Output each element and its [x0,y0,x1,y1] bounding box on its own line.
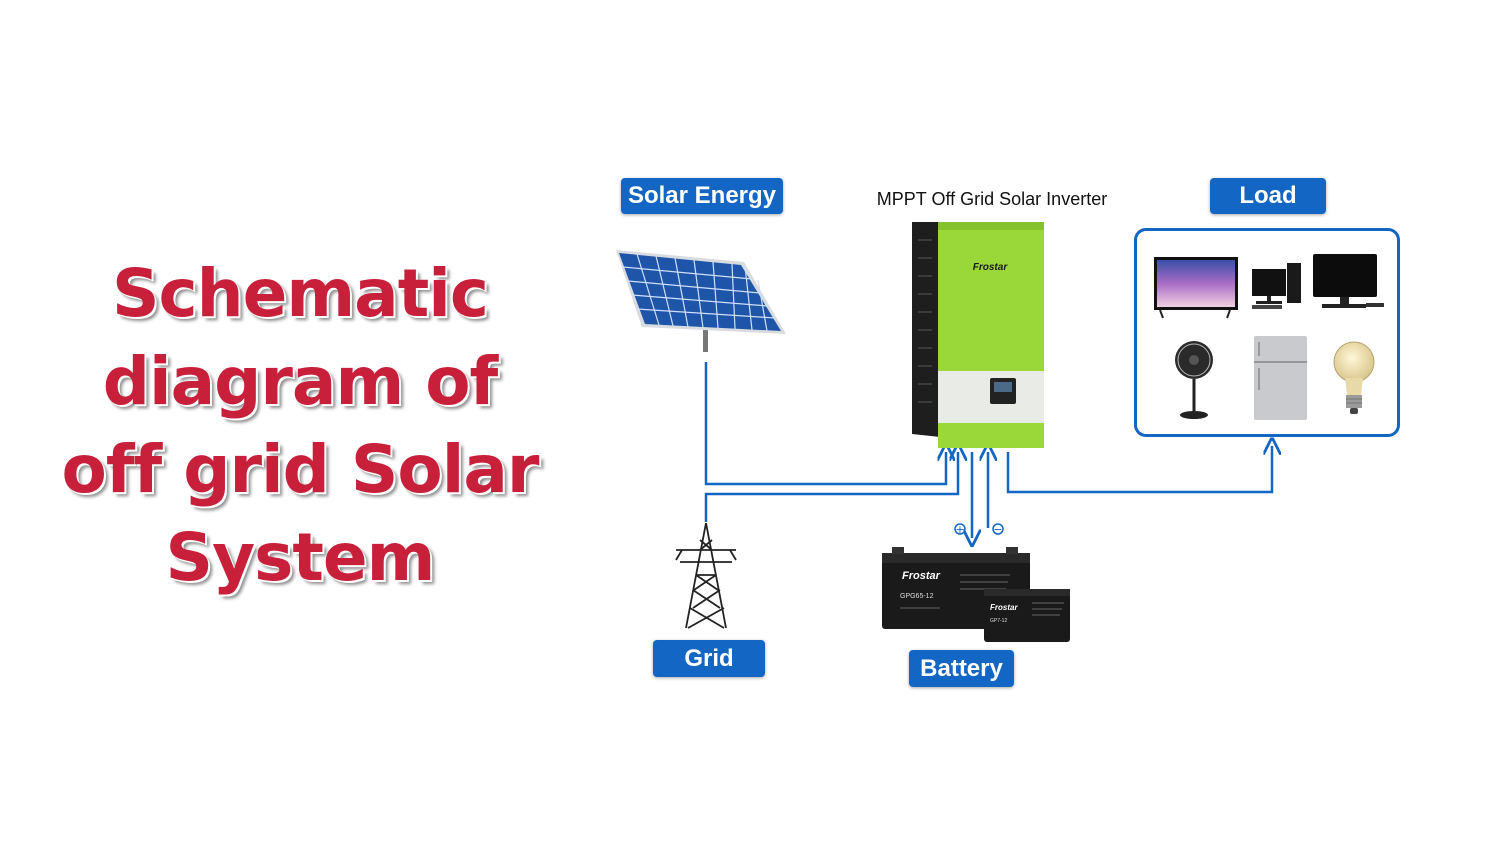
label-grid: Grid [653,640,765,677]
solar-panel-icon [616,250,786,352]
tv-icon [1154,257,1238,319]
inverter-brand: Frostar [973,262,1009,273]
title-line-3: off grid Solar [61,431,540,508]
wire-grid-to-inverter [704,452,958,522]
battery-large-model: GPG65-12 [900,593,934,600]
battery-small-brand: Frostar [990,603,1018,612]
battery-large-brand: Frostar [902,570,941,582]
title-line-2: diagram of [102,343,499,420]
wire-solar-to-inverter [704,362,946,486]
wire-inverter-to-load [1006,446,1272,494]
label-solar-energy: Solar Energy [621,178,783,214]
refrigerator-icon [1254,336,1307,420]
title-block: Schematic diagram of off grid Solar Syst… [40,250,560,602]
fan-icon [1175,341,1213,419]
title-line-4: System [165,519,436,596]
desktop-computer-icon [1252,263,1301,309]
inverter-icon: Frostar [912,222,1044,448]
light-bulb-icon [1333,341,1375,414]
label-inverter: MPPT Off Grid Solar Inverter [876,189,1108,209]
label-battery: Battery [909,650,1014,687]
negative-terminal: − [993,523,1002,536]
battery-small-icon: Frostar GP7-12 [984,589,1070,642]
battery-small-model: GP7-12 [990,618,1007,624]
battery-terminals: + − [954,523,1004,536]
monitor-icon [1313,254,1384,308]
label-load: Load [1210,178,1326,214]
positive-terminal: + [955,523,964,536]
wires [704,362,1272,538]
grid-tower-icon [675,522,737,629]
title-line-1: Schematic [111,255,489,332]
